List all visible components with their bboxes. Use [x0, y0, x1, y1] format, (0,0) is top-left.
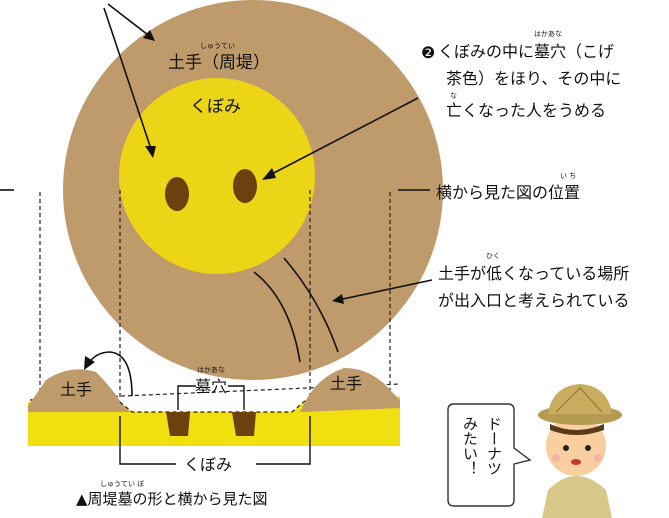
kid-illustration [538, 384, 622, 518]
section-pit: くぼみ [184, 455, 232, 474]
arrow-to-ring [107, 3, 153, 39]
side-view-pos-ruby: い ち [560, 172, 576, 180]
note2-line3-ruby: な [450, 92, 457, 100]
caption: ▲周堤墓の形と横から見た図 [76, 490, 268, 508]
section-mound-right [300, 368, 400, 412]
label-top-mound: 土手（周堤） [168, 53, 270, 73]
label-top-mound-ruby: しゅうてい [200, 42, 235, 50]
soil-arrow-head [84, 356, 95, 370]
arrow-head-ring [143, 30, 155, 41]
entrance-ruby: ひく [486, 252, 500, 260]
grave-hole-left [165, 177, 189, 211]
section-left-mound: 土手 [60, 380, 92, 399]
pit-circle [119, 78, 315, 274]
arrow-to-entrance [337, 279, 433, 301]
section-graves-ruby: はかあな [197, 366, 225, 374]
side-view-pos: 横から見た図の位置 [436, 183, 580, 202]
soil-arrow [87, 351, 133, 397]
section-mound-left [28, 369, 130, 412]
section-graves: 墓穴 [195, 377, 227, 396]
note2-line1: くぼみの中に墓穴（こげ [438, 42, 614, 61]
grave-hole-right [233, 169, 257, 203]
section-grave-right [232, 412, 256, 436]
section-grave-left [166, 412, 190, 436]
grave-bracket [177, 385, 245, 410]
pit-bracket [119, 416, 311, 465]
note2-line3: 亡くなった人をうめる [446, 101, 606, 120]
entrance-line-outer [283, 257, 339, 353]
kid-speech-col1: ドーナツ [485, 416, 503, 476]
arrow-head-grave [262, 168, 276, 180]
entrance-line1: 土手が低くなっている場所 [438, 264, 629, 283]
section-surface [119, 399, 307, 413]
entrance-line2: が出入口と考えられている [438, 291, 630, 310]
note2-number: ❷ [421, 43, 435, 62]
section-right-mound: 土手 [330, 374, 362, 393]
entrance-line-inner [253, 271, 301, 363]
arrow-head-pit [145, 146, 156, 158]
kid-speech-col2: みたい！ [461, 416, 479, 476]
note2-ruby: はかあな [534, 30, 562, 38]
arrow-head-entrance [332, 294, 344, 304]
note2-line2: 茶色）をほり、その中に [446, 69, 621, 88]
label-pit: くぼみ [190, 97, 241, 117]
arrow-to-pit [103, 7, 153, 153]
caption-ruby: しゅうてい ぼ [100, 480, 144, 488]
speech-bubble [447, 403, 532, 507]
arrow-to-grave [267, 97, 419, 177]
